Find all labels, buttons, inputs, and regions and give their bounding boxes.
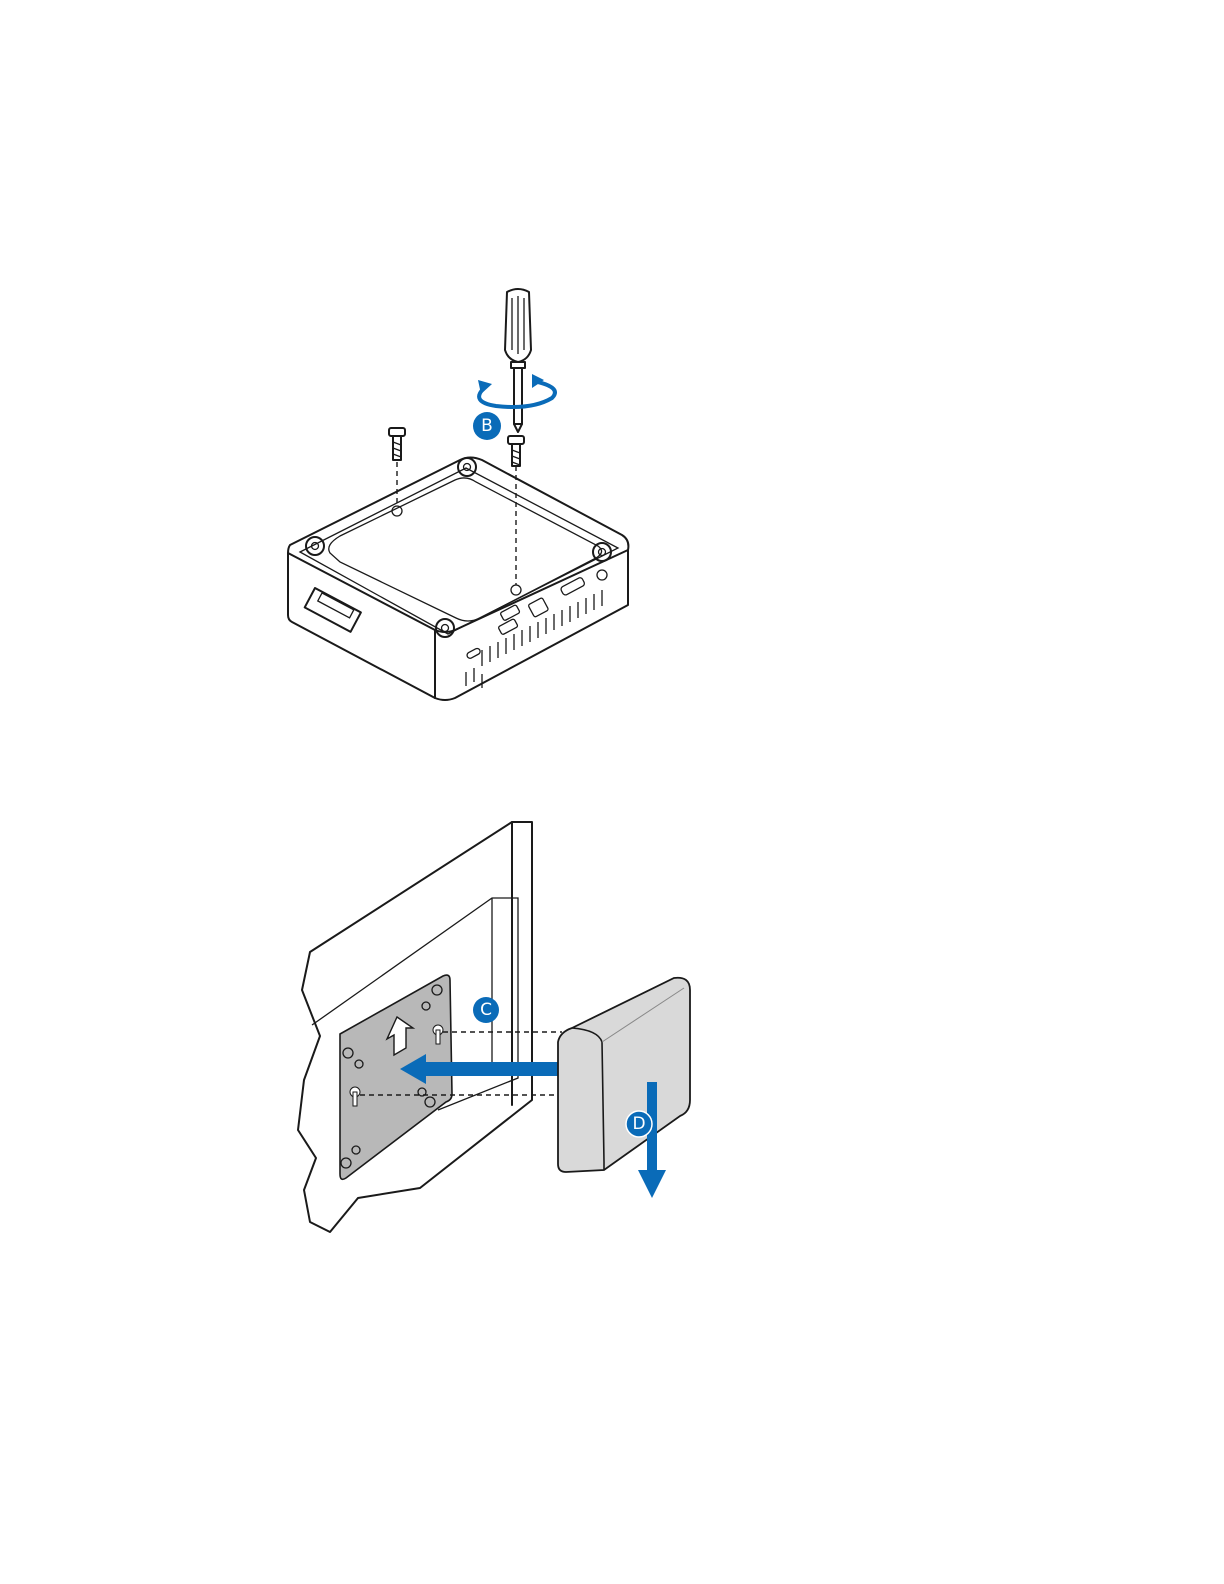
screwdriver-icon <box>505 289 531 432</box>
svg-text:C: C <box>480 1000 492 1020</box>
corner-foot <box>458 458 476 476</box>
screw-icon <box>389 428 405 460</box>
screw-hole <box>511 585 521 595</box>
callout-c: C <box>473 997 499 1023</box>
svg-text:B: B <box>481 416 493 436</box>
corner-foot <box>306 537 324 555</box>
callout-b: B <box>473 412 501 440</box>
corner-foot <box>436 619 454 637</box>
mounting-screws-figure: B <box>270 270 670 720</box>
screw-icon <box>508 436 524 466</box>
callout-d: D <box>626 1111 652 1137</box>
slide-arrow-icon <box>400 1054 562 1084</box>
wall-mount-figure: C D <box>280 810 720 1250</box>
svg-text:D: D <box>632 1114 645 1134</box>
mini-pc-device <box>558 978 690 1172</box>
screw-hole <box>392 506 402 516</box>
rotation-arrow-icon <box>478 374 555 407</box>
mini-pc-case <box>288 458 628 701</box>
vesa-mount-plate <box>340 975 452 1179</box>
